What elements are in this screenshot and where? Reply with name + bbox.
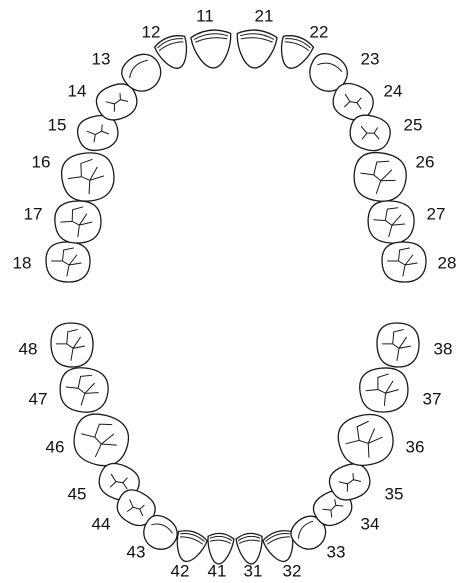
tooth-label-12: 12	[142, 22, 161, 41]
tooth-label-27: 27	[427, 204, 446, 223]
lower-arch: 48 47 46 45 44 43 42 41 31 32 33 34 35 36 37 38	[19, 323, 453, 580]
tooth-41-crown	[205, 532, 234, 565]
tooth-label-37: 37	[423, 389, 442, 408]
tooth-label-24: 24	[384, 81, 403, 100]
tooth-28-crown	[382, 242, 426, 282]
tooth-37-crown	[358, 366, 410, 415]
tooth-label-47: 47	[29, 389, 48, 408]
tooth-16-crown	[59, 150, 117, 205]
tooth-label-26: 26	[416, 152, 435, 171]
tooth-41[interactable]	[205, 532, 234, 565]
tooth-38[interactable]	[377, 323, 419, 367]
tooth-46[interactable]	[69, 409, 133, 471]
tooth-label-21: 21	[255, 6, 274, 25]
tooth-18[interactable]	[46, 242, 90, 282]
tooth-label-16: 16	[32, 152, 51, 171]
tooth-18-crown	[46, 242, 90, 282]
tooth-label-36: 36	[406, 437, 425, 456]
tooth-label-28: 28	[438, 253, 457, 272]
tooth-48[interactable]	[51, 323, 93, 367]
tooth-label-15: 15	[48, 115, 67, 134]
tooth-47[interactable]	[58, 366, 110, 415]
tooth-38-crown	[377, 323, 419, 367]
tooth-label-32: 32	[283, 561, 302, 580]
tooth-label-46: 46	[46, 437, 65, 456]
tooth-label-14: 14	[68, 81, 87, 100]
tooth-label-17: 17	[24, 204, 43, 223]
tooth-48-crown	[51, 323, 93, 367]
tooth-37[interactable]	[358, 366, 410, 415]
tooth-11-crown	[190, 28, 234, 70]
tooth-label-43: 43	[127, 542, 146, 561]
tooth-31-crown	[236, 532, 265, 565]
tooth-label-41: 41	[208, 561, 227, 580]
tooth-46-crown	[69, 409, 133, 471]
tooth-21[interactable]	[234, 28, 278, 70]
tooth-26[interactable]	[351, 150, 409, 205]
tooth-36[interactable]	[334, 409, 398, 471]
tooth-label-23: 23	[361, 49, 380, 68]
tooth-28[interactable]	[382, 242, 426, 282]
tooth-label-44: 44	[92, 514, 111, 533]
tooth-label-13: 13	[92, 49, 111, 68]
tooth-31[interactable]	[236, 532, 265, 565]
tooth-label-42: 42	[171, 561, 190, 580]
tooth-label-33: 33	[327, 542, 346, 561]
tooth-label-34: 34	[361, 514, 380, 533]
tooth-label-25: 25	[404, 115, 423, 134]
tooth-21-crown	[234, 28, 278, 70]
tooth-label-11: 11	[196, 6, 214, 25]
tooth-17[interactable]	[54, 199, 103, 244]
tooth-27-crown	[367, 199, 416, 244]
tooth-label-35: 35	[385, 484, 404, 503]
tooth-label-18: 18	[13, 253, 32, 272]
tooth-label-45: 45	[68, 484, 87, 503]
tooth-label-22: 22	[310, 22, 329, 41]
tooth-36-crown	[334, 409, 398, 471]
tooth-11[interactable]	[190, 28, 234, 70]
tooth-label-38: 38	[434, 339, 453, 358]
tooth-27[interactable]	[367, 199, 416, 244]
tooth-26-crown	[351, 150, 409, 205]
tooth-label-31: 31	[244, 561, 263, 580]
tooth-16[interactable]	[59, 150, 117, 205]
tooth-47-crown	[58, 366, 110, 415]
tooth-label-48: 48	[19, 339, 38, 358]
